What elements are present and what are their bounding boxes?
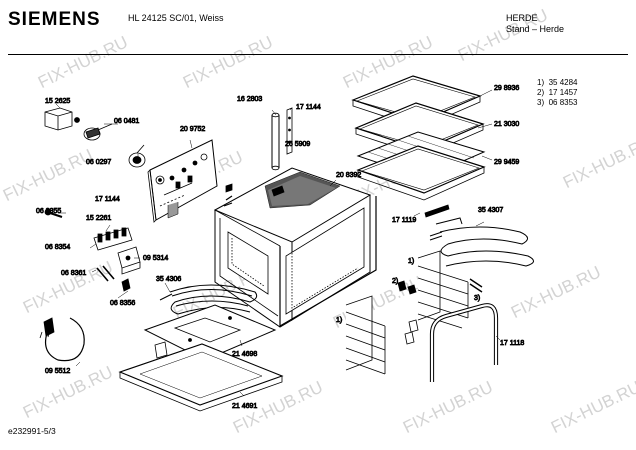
bracket-part xyxy=(44,107,80,131)
switch-part xyxy=(117,246,141,275)
part-number-label: 21 4698 xyxy=(232,351,257,358)
part-number-label: 35 4306 xyxy=(156,276,181,283)
base-plate-part xyxy=(118,343,284,412)
part-number-label: 09 5512 xyxy=(45,368,70,375)
grill-element-part xyxy=(159,284,258,315)
brand-logo: SIEMENS xyxy=(8,9,101,30)
part-number-label: 15 2261 xyxy=(86,215,111,222)
appliance-subtitle: Stand – Herde xyxy=(506,24,565,34)
footnote-callout: 3) xyxy=(474,295,480,302)
part-number-label: 16 2803 xyxy=(237,96,262,103)
clip-part xyxy=(397,278,483,345)
knob-part xyxy=(128,144,146,168)
tube-part xyxy=(271,112,280,171)
strip-part xyxy=(286,107,293,155)
footnote-callout: 2) xyxy=(392,278,398,285)
part-number-label: 06 0297 xyxy=(86,159,111,166)
footnote-callout: 1) xyxy=(336,317,342,324)
screw-part xyxy=(96,265,115,282)
legend-row: 1) 35 4284 xyxy=(537,78,578,87)
door-seal-part xyxy=(429,303,499,382)
shelf-rail-part xyxy=(417,250,469,329)
part-number-label: 21 4691 xyxy=(232,403,257,410)
terminal-block-part xyxy=(93,227,133,251)
oven-cavity-part xyxy=(213,167,377,328)
part-number-label: 09 5314 xyxy=(143,255,168,262)
part-number-label: 20 8392 xyxy=(336,172,361,179)
part-number-label: 15 2625 xyxy=(45,98,70,105)
part-number-label: 06 8355 xyxy=(36,208,61,215)
part-number-label: 06 8354 xyxy=(45,244,70,251)
document-number: e232991-5/3 xyxy=(8,426,56,436)
leader-lines xyxy=(55,89,501,397)
appliance-name: HERDE xyxy=(506,13,538,23)
control-panel-part xyxy=(147,139,218,223)
part-number-label: 20 9752 xyxy=(180,126,205,133)
header-divider xyxy=(8,54,628,55)
model-title: HL 24125 SC/01, Weiss xyxy=(128,13,224,23)
baking-tray-part xyxy=(356,145,486,201)
clip-part xyxy=(121,278,131,292)
legend-row: 3) 06 8353 xyxy=(537,98,578,107)
part-number-label: 21 3030 xyxy=(494,121,519,128)
strip-part xyxy=(424,204,450,218)
part-number-label: 26 5909 xyxy=(285,141,310,148)
footnote-callout: 1) xyxy=(408,258,414,265)
knob-part xyxy=(83,123,113,141)
heating-element-part xyxy=(429,217,534,267)
appliance-type: HERDE Stand – Herde xyxy=(506,13,564,35)
back-panel-part xyxy=(143,304,277,361)
screw-part xyxy=(44,208,63,218)
shelf-rail-part xyxy=(345,295,386,375)
footnote-legend: 1) 35 4284 2) 17 1457 3) 06 8353 xyxy=(537,78,578,108)
part-number-label: 06 8356 xyxy=(110,300,135,307)
part-number-label: 17 1118 xyxy=(500,340,524,347)
part-number-label: 29 8936 xyxy=(494,85,519,92)
part-number-label: 06 0481 xyxy=(114,118,139,125)
part-number-label: 17 1144 xyxy=(296,104,321,111)
part-number-label: 35 4307 xyxy=(478,207,503,214)
part-number-label: 17 1144 xyxy=(95,196,120,203)
part-number-label: 29 9459 xyxy=(494,159,519,166)
power-cord-part xyxy=(39,317,85,362)
legend-row: 2) 17 1457 xyxy=(537,88,578,97)
part-number-label: 17 1119 xyxy=(392,217,416,224)
part-number-label: 06 8361 xyxy=(61,270,86,277)
